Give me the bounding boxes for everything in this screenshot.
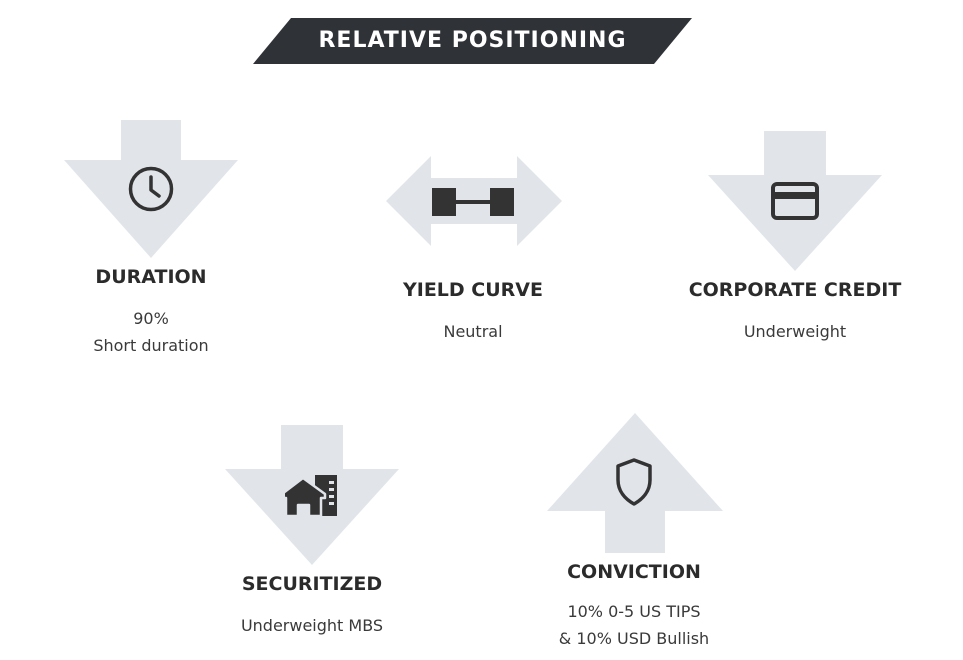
item-title: YIELD CURVE [403,279,543,301]
item-yield-curve: YIELD CURVE Neutral [343,150,603,350]
item-corporate-credit: CORPORATE CREDIT Underweight [665,128,925,348]
item-title: CORPORATE CREDIT [688,279,902,301]
item-duration: DURATION 90% Short duration [21,118,281,368]
house-building-icon [285,475,337,518]
item-description: Short duration [93,336,209,355]
down-arrow-shape [708,131,882,271]
credit-card-icon [771,182,819,220]
item-conviction: CONVICTION 10% 0-5 US TIPS & 10% USD Bul… [504,412,764,652]
item-title: SECURITIZED [241,573,383,595]
item-value: 10% 0-5 US TIPS [567,602,701,621]
item-securitized: SECURITIZED Underweight MBS [182,423,442,643]
dumbbell-neutral-icon [432,188,514,216]
header-banner: RELATIVE POSITIONING [253,18,692,64]
banner-parallelogram [253,18,692,64]
shield-icon [616,458,652,506]
clock-icon [128,166,174,212]
item-value: 90% [133,309,169,328]
item-title: DURATION [95,266,207,288]
item-value: Neutral [443,322,503,341]
up-arrow-shape [547,413,723,553]
item-value: Underweight MBS [240,616,384,635]
item-description: & 10% USD Bullish [558,629,710,648]
item-value: Underweight [743,322,847,341]
page-title: RELATIVE POSITIONING [318,28,627,53]
item-title: CONVICTION [567,561,701,583]
